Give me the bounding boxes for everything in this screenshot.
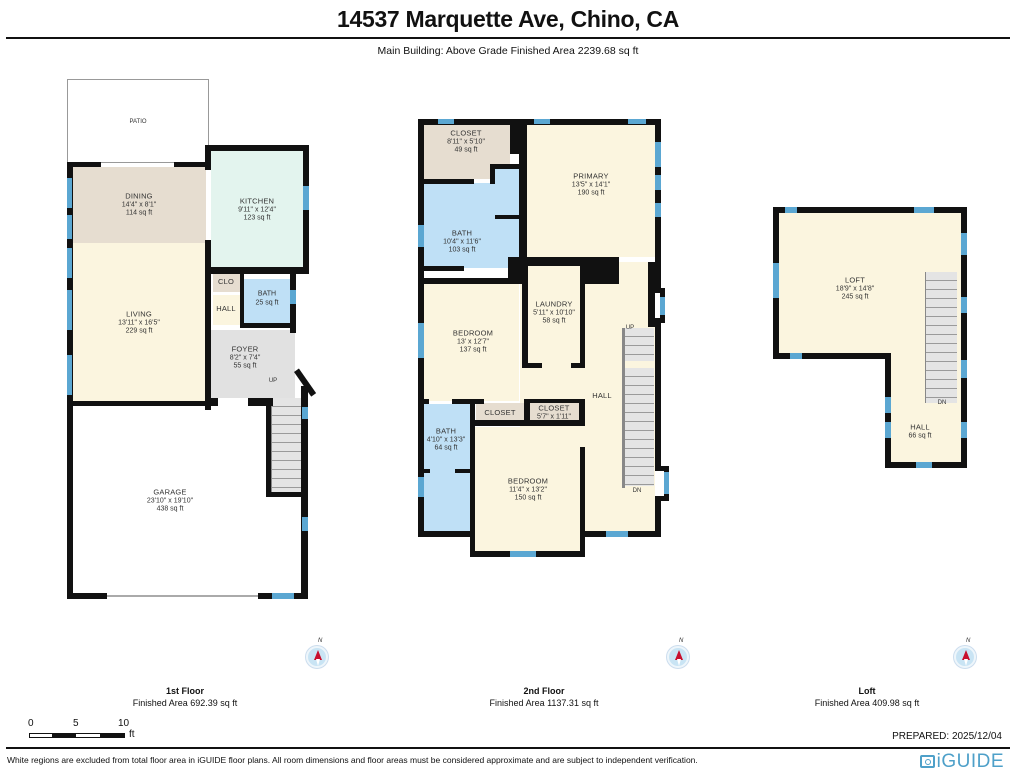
disclaimer-text: White regions are excluded from total fl…: [7, 755, 698, 765]
floor-area-first: Finished Area 692.39 sq ft: [132, 698, 238, 708]
north-label: N: [679, 638, 684, 644]
compass-icon: [306, 646, 328, 668]
room-bath-nook: [494, 168, 520, 218]
room-garage: [72, 405, 302, 593]
floor-name-second: 2nd Floor: [523, 686, 565, 696]
room-label-kitchen: KITCHEN 9'11" x 12'4" 123 sq ft: [238, 196, 276, 222]
page-subtitle: Main Building: Above Grade Finished Area…: [377, 45, 639, 57]
iguide-logo: iGUIDE: [919, 751, 1004, 773]
room-label-laundry: LAUNDRY 5'11" x 10'10" 58 sq ft: [533, 299, 575, 325]
stairs-down: [624, 368, 654, 486]
room-label-loft: LOFT 18'9" x 14'8" 245 sq ft: [835, 275, 875, 301]
room-living: [72, 243, 206, 401]
room-label-primary: PRIMARY 13'5" x 14'1" 190 sq ft: [571, 171, 611, 197]
room-hall: [213, 295, 240, 325]
room-label-hall: HALL: [216, 303, 236, 313]
room-label-hall-2: HALL: [592, 390, 612, 400]
stairs-down-label: DN: [937, 400, 947, 406]
room-label-bath: BATH 25 sq ft: [255, 290, 279, 307]
stairs-up: [624, 328, 654, 361]
room-name: PATIO: [129, 119, 147, 125]
room-kitchen: [211, 150, 304, 268]
room-label-bedroom-1: BEDROOM 13' x 12'7" 137 sq ft: [452, 328, 494, 354]
room-label-dining: DINING 14'4" x 8'1" 114 sq ft: [121, 191, 157, 217]
floor-name-first: 1st Floor: [165, 686, 205, 696]
room-label-loft-hall: HALL 66 sq ft: [908, 422, 932, 439]
room-bedroom-2: [475, 427, 580, 551]
footer-divider: [6, 747, 1010, 749]
room-foyer: [211, 330, 295, 398]
stairs: [271, 398, 301, 493]
room-label-closet-top: CLOSET 8'11" x 5'10" 49 sq ft: [447, 128, 485, 154]
patio-area: [67, 79, 209, 163]
floor-area-second: Finished Area 1137.31 sq ft: [489, 698, 599, 708]
room-label-clo: CLO: [217, 276, 235, 286]
stairs-down-label: DN: [632, 488, 642, 494]
room-label-bath-top: BATH 10'4" x 11'6" 103 sq ft: [443, 228, 481, 254]
header-divider: [6, 37, 1010, 39]
compass-icon: [667, 646, 689, 668]
stairs-up-label: UP: [625, 325, 635, 331]
room-label-garage: GARAGE 23'10" x 19'10" 438 sq ft: [146, 487, 194, 513]
north-label: N: [966, 638, 971, 644]
floor-name-loft: Loft: [858, 686, 876, 696]
room-closet-mid: [476, 403, 524, 421]
room-bath: [244, 279, 290, 323]
room-label-closet-small: CLOSET 5'7" x 1'11": [537, 403, 571, 420]
room-bedroom-1: [423, 283, 519, 401]
room-label-foyer: FOYER 8'2" x 7'4" 55 sq ft: [229, 344, 261, 370]
iguide-camera-icon: [919, 755, 935, 768]
room-primary: [527, 124, 655, 257]
room-label-living: LIVING 13'11" x 16'5" 229 sq ft: [118, 309, 160, 335]
prepared-date: PREPARED: 2025/12/04: [892, 731, 1002, 742]
room-dining: [72, 167, 206, 243]
compass-icon: [954, 646, 976, 668]
page-title: 14537 Marquette Ave, Chino, CA: [336, 6, 680, 32]
floor-area-loft: Finished Area 409.98 sq ft: [814, 698, 920, 708]
room-bath-bottom: [423, 404, 471, 532]
stairs-up-label: UP: [268, 378, 278, 384]
room-label-bath-bottom: BATH 4'10" x 13'3" 64 sq ft: [426, 426, 466, 452]
room-closet-small: [529, 403, 579, 421]
loft-stairs: [925, 272, 957, 403]
room-label-closet-mid: CLOSET: [484, 407, 516, 417]
room-label-bedroom-2: BEDROOM 11'4" x 13'2" 150 sq ft: [507, 476, 549, 502]
north-label: N: [318, 638, 323, 644]
room-clo: [213, 274, 240, 292]
